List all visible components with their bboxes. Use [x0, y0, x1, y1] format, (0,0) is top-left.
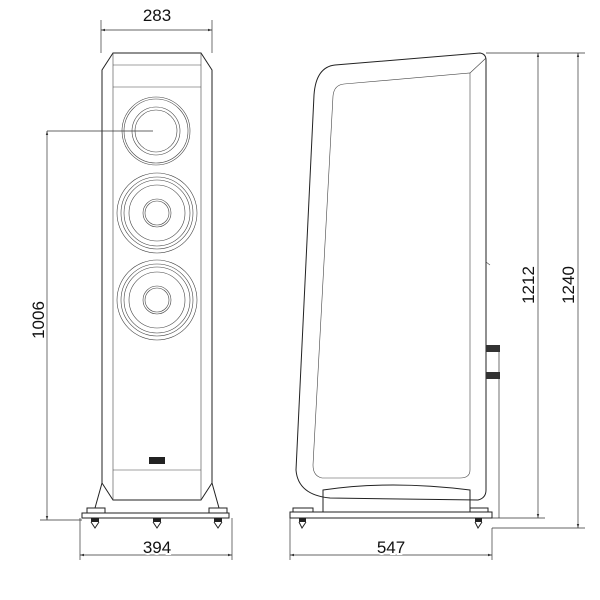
woofer-lower: [116, 259, 198, 341]
binding-post-icon: [486, 345, 500, 379]
dim-base-width-394: 394: [143, 538, 171, 557]
spike-icon: [90, 518, 100, 529]
dim-depth-547: 547: [377, 538, 405, 557]
spike-icon: [474, 518, 483, 529]
side-plinth: [322, 484, 471, 512]
spike-icon: [213, 518, 223, 529]
side-view: 1212 1240 547: [289, 52, 585, 560]
dim-width-283: 283: [143, 6, 171, 25]
front-cabinet-outline: [101, 52, 213, 501]
front-view: 283 1006 394: [29, 6, 233, 560]
side-base-plate: [289, 511, 493, 519]
spike-icon: [298, 518, 307, 529]
dim-height-1212: 1212: [519, 266, 538, 304]
dim-tweeter-height-1006: 1006: [29, 301, 48, 339]
brand-logo: [149, 457, 165, 464]
dim-height-1240: 1240: [559, 266, 578, 304]
spike-icon: [152, 518, 162, 529]
woofer-upper: [116, 172, 198, 254]
front-base: [81, 482, 230, 529]
side-cabinet-outline: [295, 52, 487, 501]
